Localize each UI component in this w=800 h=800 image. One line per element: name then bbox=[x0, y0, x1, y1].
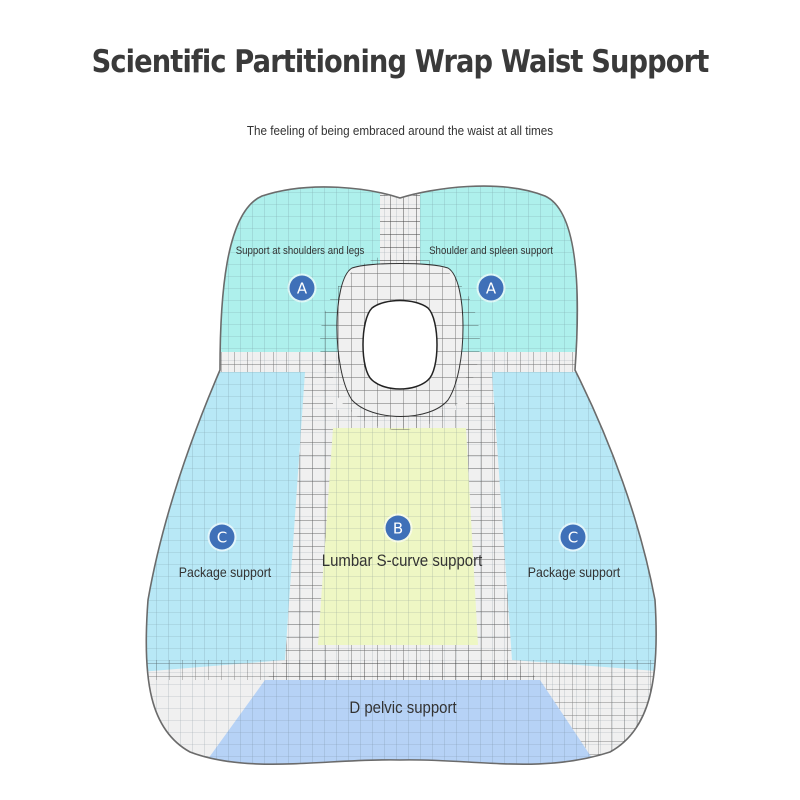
page-title: Scientific Partitioning Wrap Waist Suppo… bbox=[91, 44, 710, 80]
zone-c-right-badge: C bbox=[560, 524, 586, 550]
center-hole bbox=[362, 299, 438, 390]
zone-a-right-label: Shoulder and spleen support bbox=[429, 245, 553, 257]
zone-d-label: D pelvic support bbox=[349, 698, 457, 717]
zone-a-left-label: Support at shoulders and legs bbox=[235, 245, 365, 257]
zone-c-right-label: Package support bbox=[527, 564, 621, 580]
zone-b-label: Lumbar S-curve support bbox=[321, 551, 483, 570]
zone-c-left-label: Package support bbox=[178, 564, 272, 580]
zone-a-right-badge: A bbox=[478, 275, 504, 301]
zone-b-badge: B bbox=[385, 515, 411, 541]
page-subtitle: The feeling of being embraced around the… bbox=[246, 123, 554, 138]
zone-a-left-badge: A bbox=[289, 275, 315, 301]
zone-c-left-badge: C bbox=[209, 524, 235, 550]
